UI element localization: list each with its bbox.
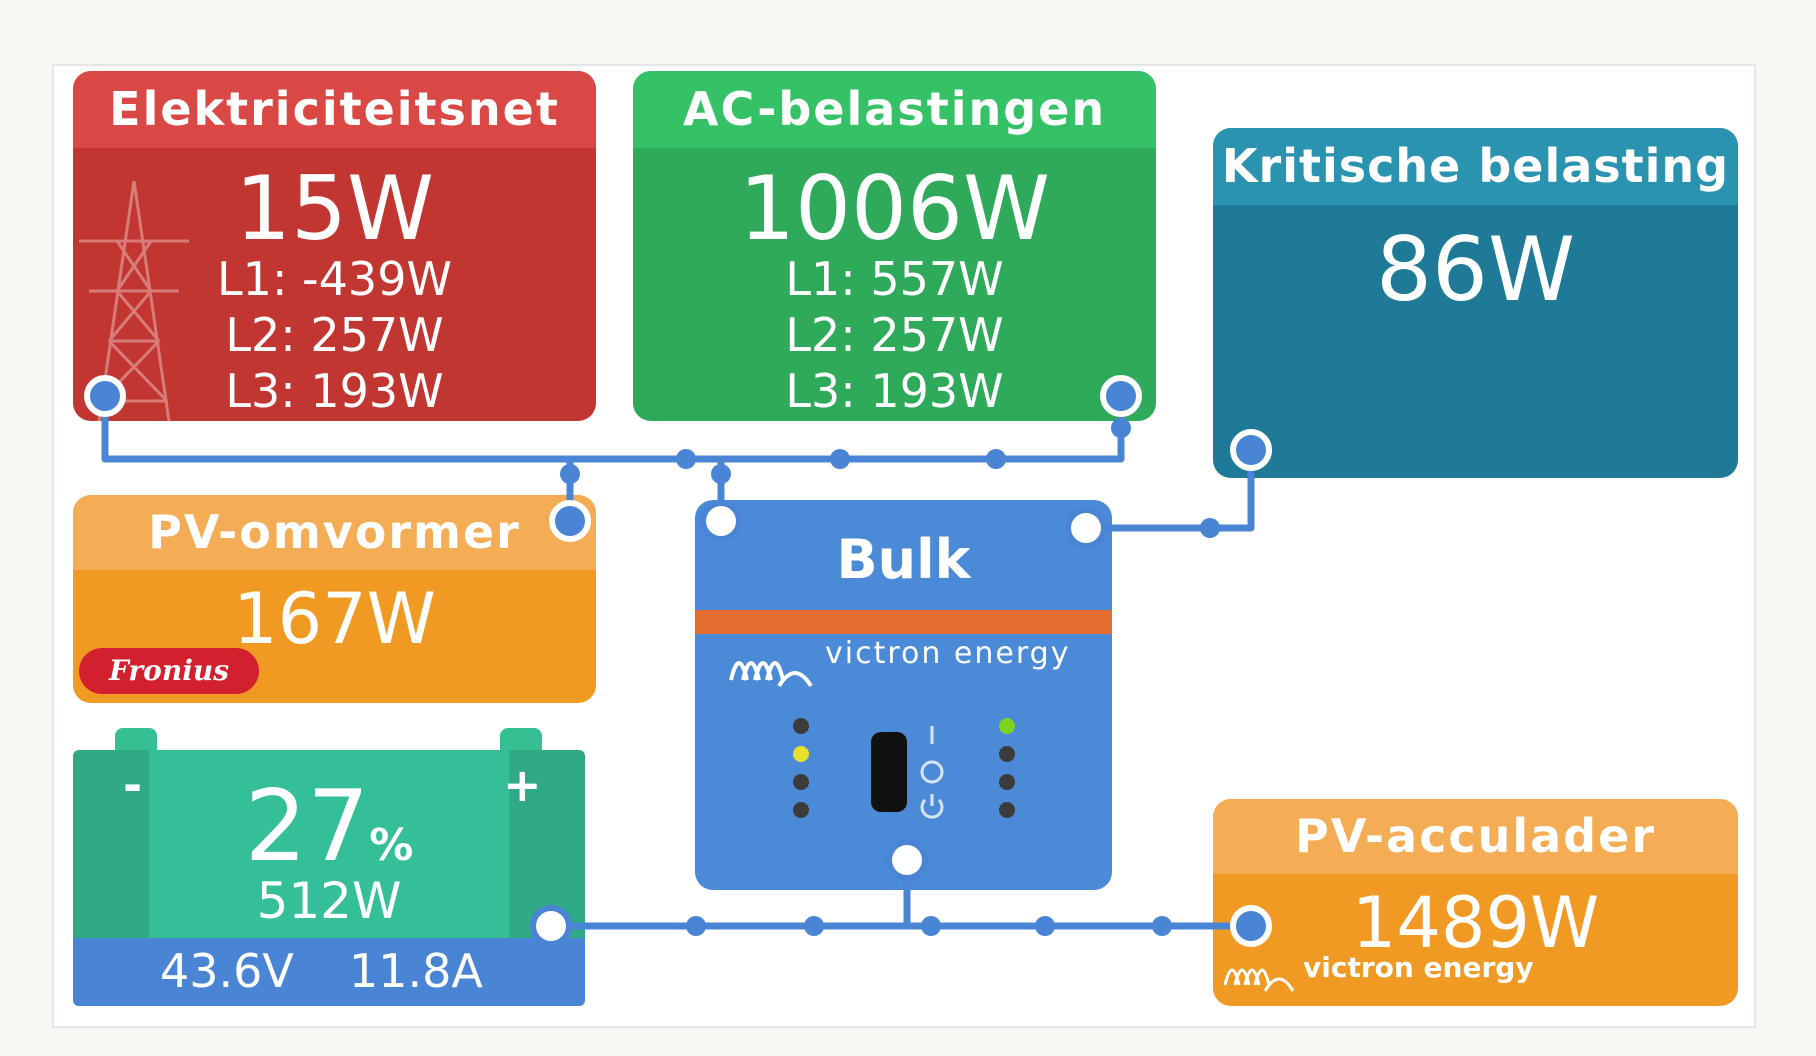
inverter-switch[interactable] [871,732,907,812]
pv-charger-tile[interactable]: PV-acculader 1489W victron energy [1213,799,1738,1006]
inverter-ac-out-connector [1065,507,1107,549]
inverter-brand: victron energy [825,636,1071,671]
led-indicator [793,774,809,790]
ac-loads-title: AC-belastingen [633,71,1156,148]
ac-loads-tile[interactable]: AC-belastingen 1006W L1: 557W L2: 257W L… [633,71,1156,421]
led-indicator [999,802,1015,818]
flow-dot [1035,916,1055,936]
victron-logo-icon [1223,968,1295,992]
led-indicator [999,746,1015,762]
flow-dot [830,449,850,469]
battery-terminal-plus [500,728,542,750]
pv-charger-brand: victron energy [1303,951,1534,984]
connector-dots [84,375,1272,947]
pv-inverter-power: 167W [233,578,436,660]
pv-inverter-tile[interactable]: PV-omvormer 167W Fronius [73,495,596,703]
grid-l1: L1: -439W [217,252,452,306]
flow-dot [986,449,1006,469]
ac-loads-l1: L1: 557W [785,252,1004,306]
battery-footer [73,938,585,1006]
flow-dot [1200,518,1220,538]
inverter-dc-connector [886,839,928,881]
battery-connector [530,905,572,947]
ac-loads-l3: L3: 193W [785,364,1004,418]
battery-terminal-minus [115,728,157,750]
flow-dot [1111,418,1131,438]
led-indicator [793,746,809,762]
flow-dot [804,916,824,936]
flow-dot [711,464,731,484]
battery-soc-value: 27 [244,770,370,884]
battery-power: 512W [256,872,402,930]
led-indicator [793,718,809,734]
critical-loads-power: 86W [1376,218,1575,321]
grid-l2: L2: 257W [225,308,444,362]
flow-dot [921,916,941,936]
led-indicator [999,718,1015,734]
inverter-stripe [695,610,1112,634]
battery-tile[interactable]: - + 27% 512W 43.6V 11.8A [73,750,585,1006]
switch-symbols-icon [920,726,944,819]
led-indicator [999,774,1015,790]
battery-minus-sign: - [123,758,143,812]
pv-inverter-title: PV-omvormer [73,495,596,570]
critical-loads-connector [1230,429,1272,471]
grid-title: Elektriciteitsnet [73,71,596,148]
pv-inverter-connector [549,500,591,542]
critical-loads-tile[interactable]: Kritische belasting 86W [1213,128,1738,478]
pv-charger-title: PV-acculader [1213,799,1738,874]
inverter-ac-in-connector [700,500,742,542]
ac-loads-connector [1100,375,1142,417]
critical-loads-title: Kritische belasting [1213,128,1738,205]
led-indicator [793,802,809,818]
inverter-tile[interactable]: Bulk victron energy [695,500,1112,890]
grid-l3: L3: 193W [225,364,444,418]
pv-charger-connector [1230,905,1272,947]
victron-logo-icon [729,661,813,688]
ac-loads-l2: L2: 257W [785,308,1004,362]
ac-loads-power: 1006W [739,157,1050,260]
pv-charger-power: 1489W [1351,882,1600,964]
fronius-logo: Fronius [79,648,259,694]
flow-dot [1152,916,1172,936]
grid-power: 15W [235,157,434,260]
battery-body [149,750,509,940]
grid-tile[interactable]: Elektriciteitsnet 15W L1: -439W L2: 257W… [73,71,596,421]
flow-dot [676,449,696,469]
critical-load-wire [1086,450,1255,532]
grid-connector [84,375,126,417]
pylon-icon [79,181,189,421]
flow-dot [686,916,706,936]
inverter-state: Bulk [836,528,971,591]
flow-dot [560,464,580,484]
ac-bus-wire [101,396,1125,463]
battery-soc: 27% [73,770,585,884]
battery-voltage: 43.6V [160,944,294,998]
battery-current: 11.8A [349,944,483,998]
battery-plus-sign: + [503,758,542,812]
battery-soc-unit: % [369,820,414,871]
